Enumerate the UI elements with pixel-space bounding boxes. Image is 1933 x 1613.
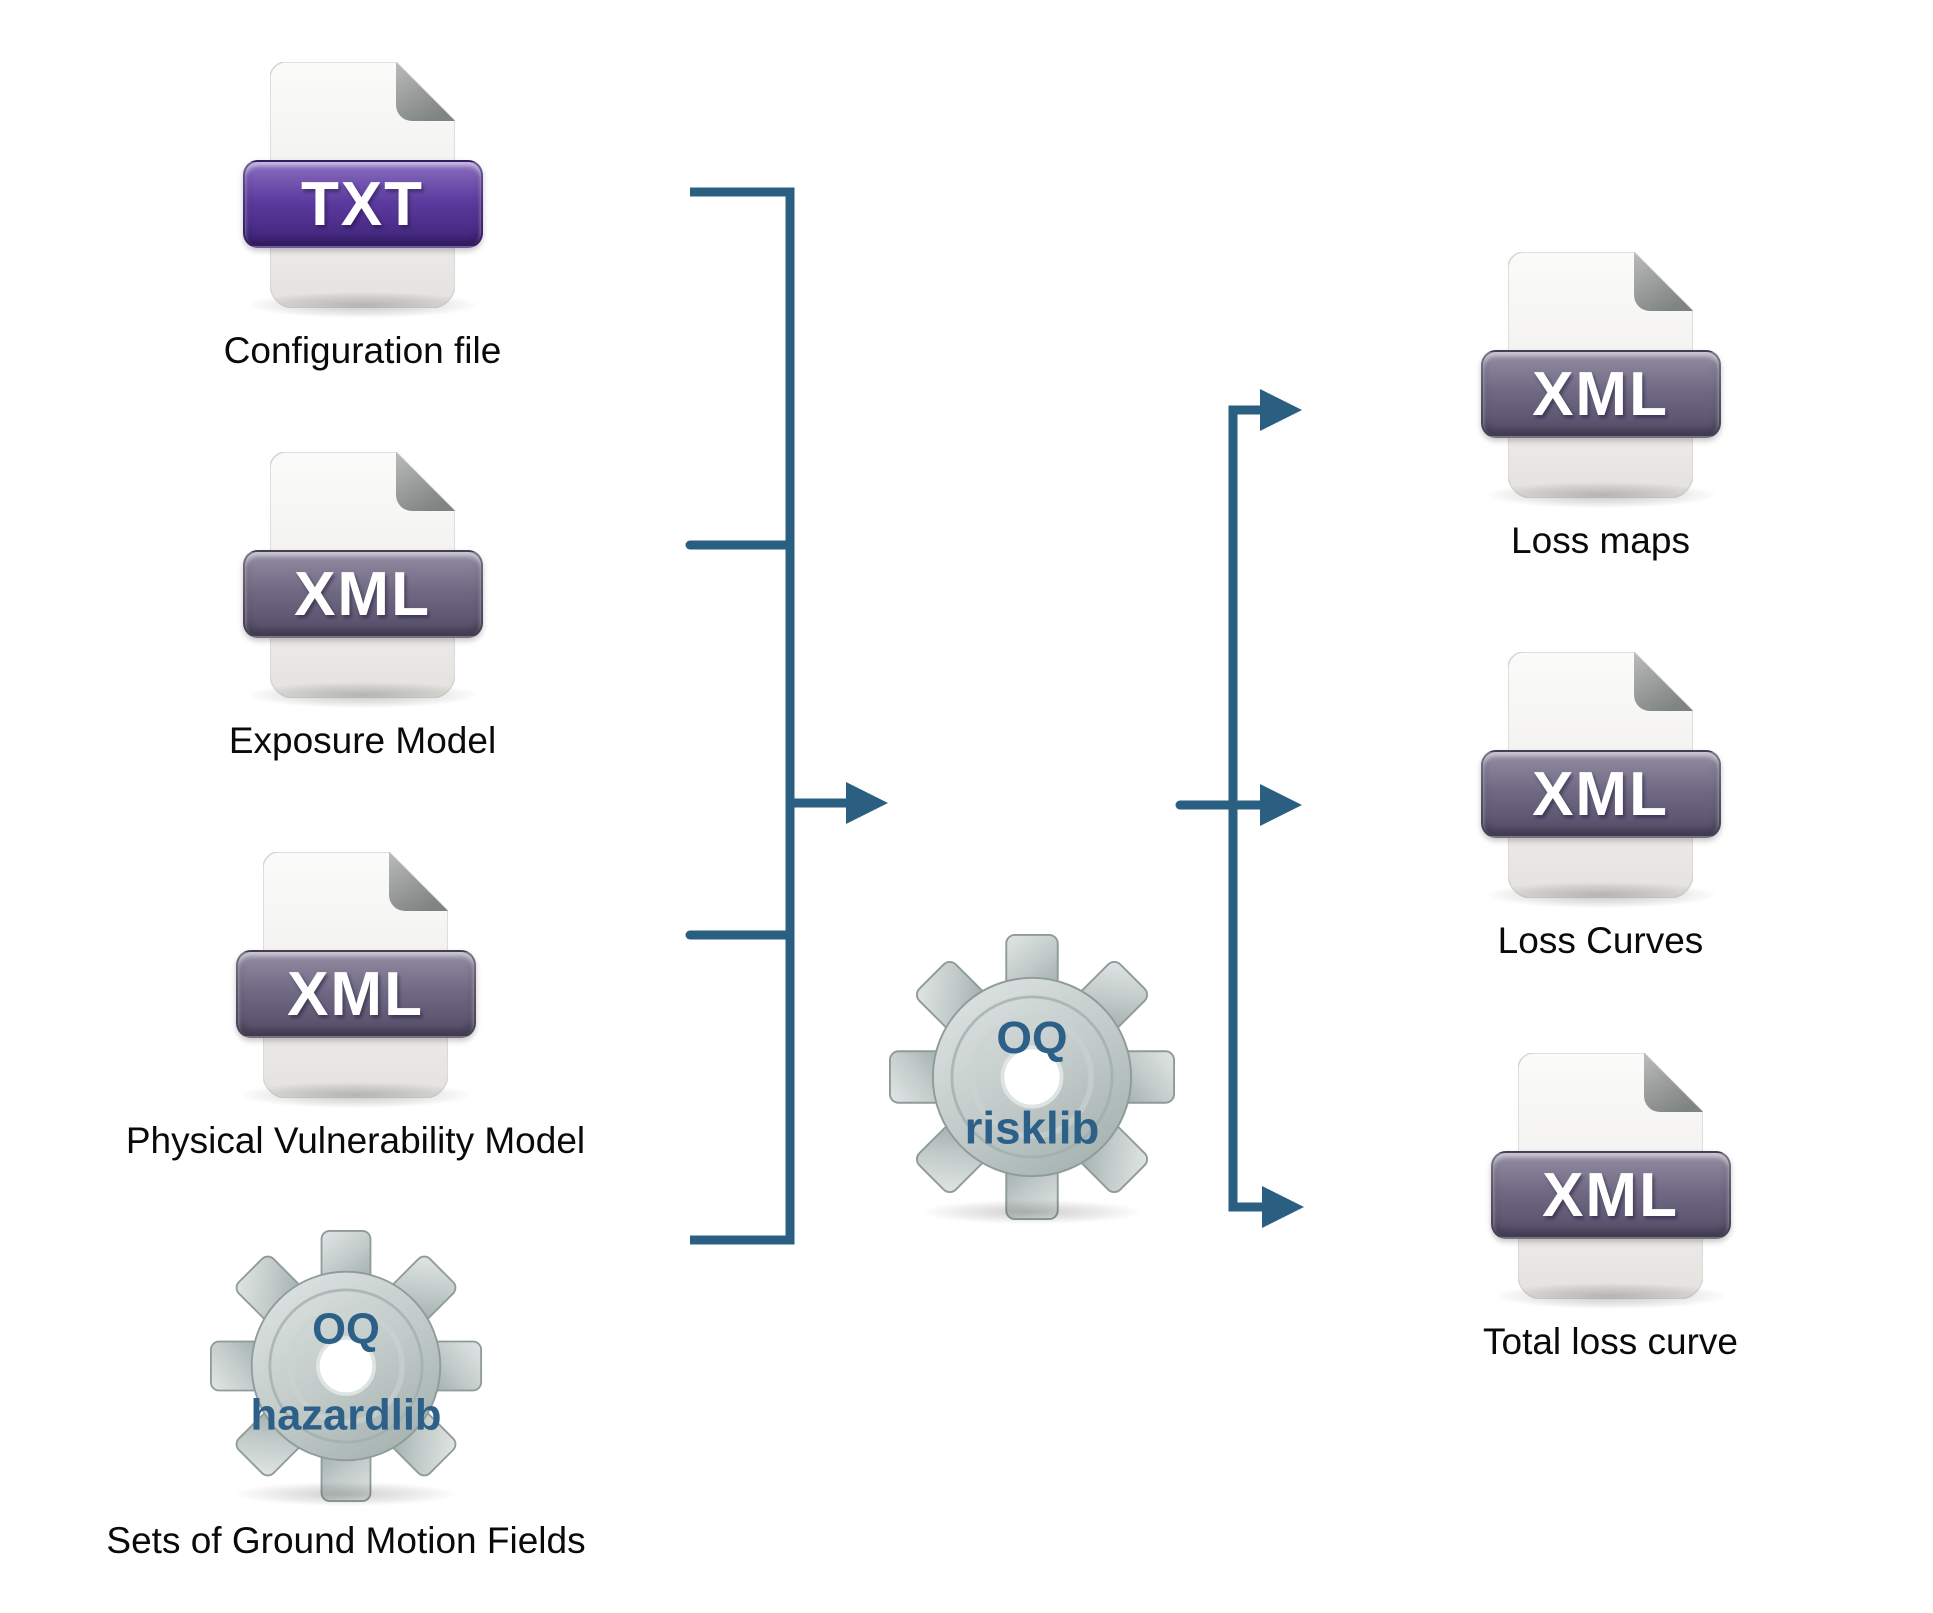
node-physical-vulnerability-model: XML Physical Vulnerability Model [126, 852, 585, 1161]
output-bus-line [1228, 405, 1264, 1212]
gear-text-line1: OQ [996, 1012, 1067, 1063]
arrowhead-loss-maps-icon [1260, 389, 1302, 431]
gear-icon: OQ risklib [889, 934, 1175, 1220]
node-label: Physical Vulnerability Model [125, 1120, 586, 1161]
icon-shadow [240, 1082, 471, 1108]
node-total-loss-curve: XML Total loss curve [1483, 1053, 1738, 1362]
node-label: Configuration file [223, 330, 502, 371]
icon-shadow [236, 1482, 456, 1506]
node-oq-hazardlib: OQ hazardlib Sets of Ground Motion Field… [106, 1230, 586, 1561]
folded-corner-icon [396, 62, 455, 121]
icon-shadow [1495, 1283, 1726, 1309]
xml-file-icon: XML [1480, 252, 1721, 508]
icon-shadow [1485, 882, 1716, 908]
xml-file-icon: XML [242, 452, 483, 708]
folded-corner-icon [1644, 1053, 1703, 1112]
node-loss-maps: XML Loss maps [1480, 252, 1721, 561]
arrowhead-into-risklib-icon [846, 782, 888, 824]
node-label: Exposure Model [228, 720, 497, 761]
node-configuration-file: TXT Configuration file [224, 62, 501, 371]
node-oq-risklib: OQ risklib [889, 934, 1175, 1224]
node-label: Loss maps [1511, 520, 1690, 561]
xml-badge: XML [1490, 1151, 1731, 1239]
gear-text-line1: OQ [312, 1305, 380, 1353]
icon-shadow [1485, 482, 1716, 508]
icon-shadow [922, 1200, 1142, 1224]
xml-badge: XML [1480, 750, 1721, 838]
node-exposure-model: XML Exposure Model [229, 452, 496, 761]
icon-shadow [247, 682, 478, 708]
gear-icon: OQ hazardlib [210, 1230, 482, 1502]
badge-text: XML [1532, 359, 1669, 429]
badge-text: XML [294, 559, 431, 629]
input-bus-line [690, 187, 795, 1245]
badge-text: XML [1532, 759, 1669, 829]
folded-corner-icon [1634, 252, 1693, 311]
arrowhead-loss-curves-icon [1260, 784, 1302, 826]
node-label: Sets of Ground Motion Fields [106, 1520, 586, 1561]
xml-file-icon: XML [235, 852, 476, 1108]
icon-shadow [247, 292, 478, 318]
xml-badge: XML [235, 950, 476, 1038]
badge-text: TXT [300, 169, 425, 239]
folded-corner-icon [389, 852, 448, 911]
folded-corner-icon [396, 452, 455, 511]
xml-badge: XML [1480, 350, 1721, 438]
xml-file-icon: XML [1490, 1053, 1731, 1309]
badge-text: XML [287, 959, 424, 1029]
txt-file-icon: TXT [242, 62, 483, 318]
badge-text: XML [1542, 1160, 1679, 1230]
txt-badge: TXT [242, 160, 483, 248]
folded-corner-icon [1634, 652, 1693, 711]
gear-text-line2: hazardlib [250, 1391, 441, 1439]
node-label: Loss Curves [1497, 920, 1704, 961]
gear-text-line2: risklib [965, 1103, 1100, 1154]
node-label: Total loss curve [1483, 1321, 1738, 1362]
arrowhead-total-loss-curve-icon [1262, 1186, 1304, 1228]
node-loss-curves: XML Loss Curves [1480, 652, 1721, 961]
xml-badge: XML [242, 550, 483, 638]
xml-file-icon: XML [1480, 652, 1721, 908]
